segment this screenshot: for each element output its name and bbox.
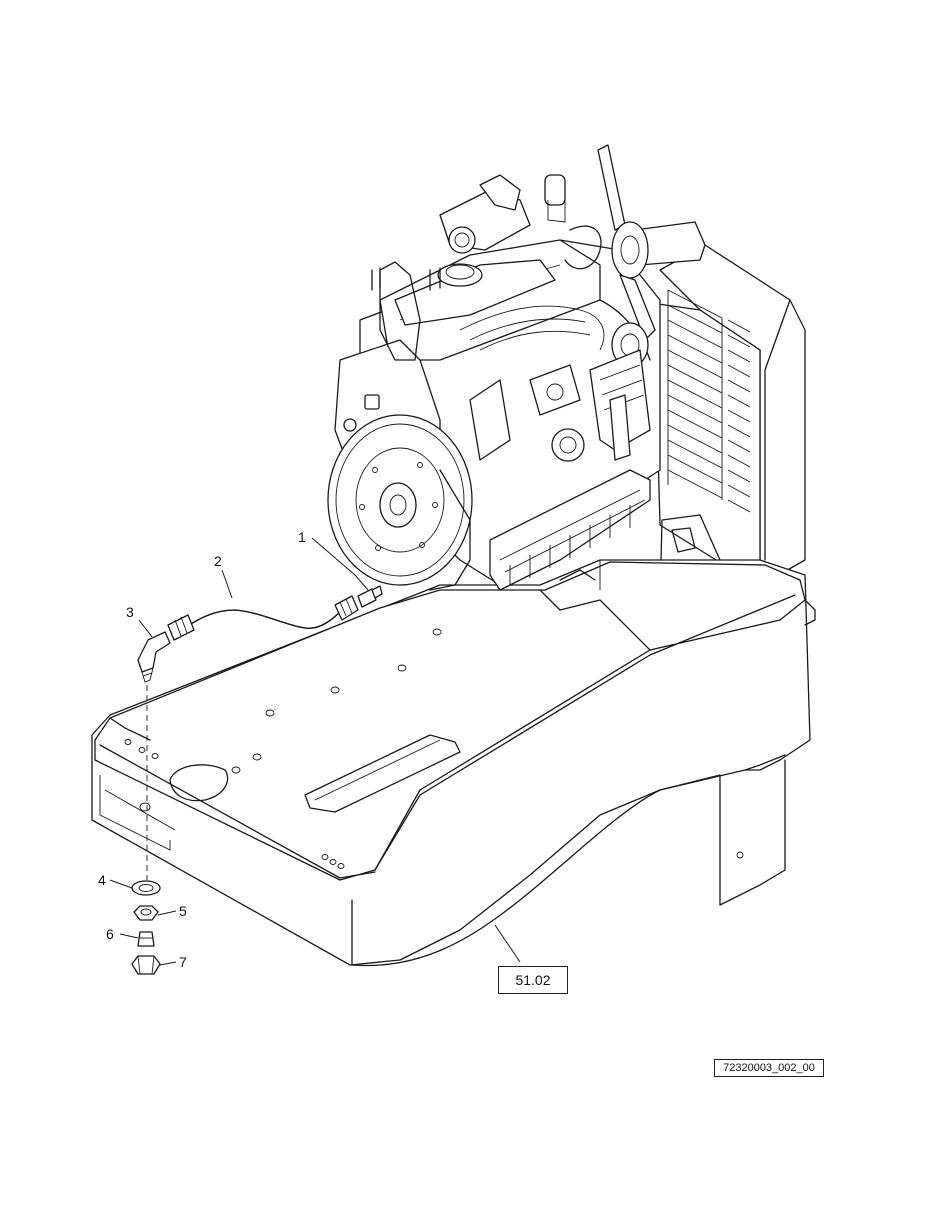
callout-6: 6	[106, 926, 114, 942]
engine	[327, 144, 706, 591]
radiator-grille	[667, 289, 751, 513]
callout-4: 4	[98, 872, 106, 888]
flywheel	[327, 414, 473, 586]
mounting-holes	[124, 628, 442, 869]
drawing-id-label: 72320003_002_00	[714, 1059, 824, 1077]
frame-body	[91, 559, 816, 967]
callout-5: 5	[179, 903, 187, 919]
callout-3: 3	[126, 604, 134, 620]
callout-2: 2	[214, 553, 222, 569]
hose-assembly	[131, 585, 383, 975]
callout-1: 1	[298, 529, 306, 545]
leader-lines	[109, 537, 521, 966]
fan	[597, 144, 706, 341]
callouts: 1 2 3 4 5 6 7	[98, 529, 306, 970]
callout-7: 7	[179, 954, 187, 970]
reference-box[interactable]: 51.02	[498, 966, 568, 994]
